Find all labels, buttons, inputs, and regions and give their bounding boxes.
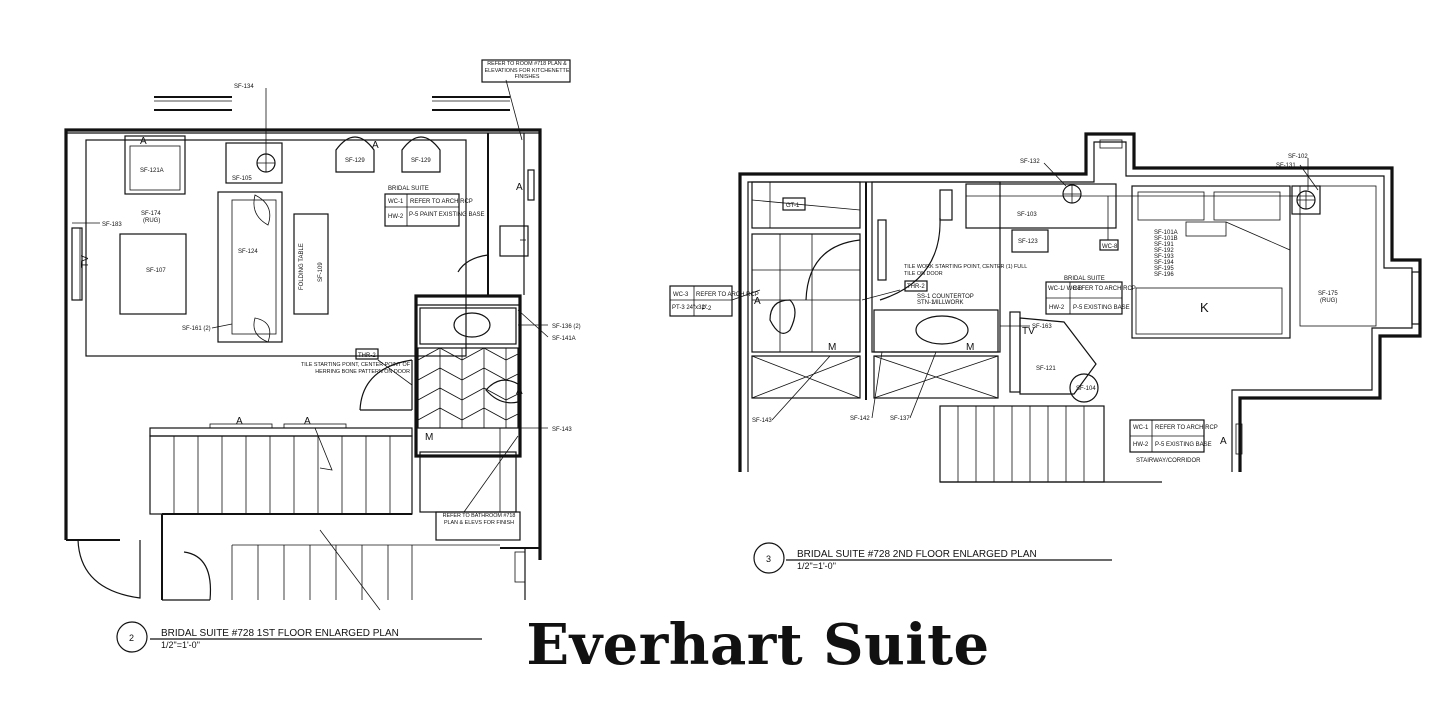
tag-sf103: SF-103 [1017,212,1037,218]
tag-sf136: SF-136 (2) [552,324,581,330]
elev-a-1: A [140,136,147,147]
tag-sf104: SF-104 [1076,386,1096,392]
bed-tag-6: SF-195 [1154,266,1174,272]
tag-m-2a: M [828,342,836,353]
finish-desc-1b: P-5 PAINT EXISTING BASE [409,212,484,218]
tile-note-1: TILE STARTING POINT, CENTER POINT OF HER… [301,362,410,375]
tag-gt1: GT-1 [786,203,800,209]
bath-note: REFER TO BATHROOM #718 PLAN & ELEVS FOR … [443,513,516,526]
finish-code-1b: HW-2 [388,214,404,220]
finish-desc-2b: P-5 EXISTING BASE [1073,305,1130,311]
tag-sf121a: SF-121A [140,168,164,174]
elev-a-6: A [516,386,523,397]
elev-a-2-2: A [1220,436,1227,447]
countertop-label: COUNTERTOP [932,294,974,300]
stair-code-a: WC-1 [1133,425,1149,431]
bed-tag-3: SF-192 [1154,248,1174,254]
tag-sf132: SF-132 [1020,159,1040,165]
bath-code-a: WC-3 [673,292,689,298]
tag-sf121: SF-121 [1036,366,1056,372]
plan1-scale: 1/2"=1'-0" [161,640,200,650]
tag-sf129b: SF-129 [411,158,431,164]
tag-rug: (RUG) [143,218,160,224]
tag-wc8: WC-8 [1102,244,1118,250]
tag-sf109: SF-109 [318,262,324,282]
tag-sf141a: SF-141A [552,336,576,342]
stair-desc-a: REFER TO ARCH RCP [1155,425,1218,431]
tag-sf105: SF-105 [232,176,252,182]
stair-desc-b: P-5 EXISTING BASE [1155,442,1212,448]
page-title: Everhart Suite [526,612,990,678]
millwork-label: MILLWORK [932,300,964,306]
bath-code-b: PT-3 24"x32" [672,305,707,311]
tag-sf161: SF-161 (2) [182,326,211,332]
elev-a-2-1: A [754,296,761,307]
tag-thr2: THR-2 [358,353,376,359]
plan2-title: BRIDAL SUITE #728 2ND FLOOR ENLARGED PLA… [797,549,1037,560]
tag-folding-table: FOLDING TABLE [299,243,305,290]
bed-tag-0: SF-101A [1154,230,1178,236]
finish-code-2a: WC-1/ WC-8 [1048,286,1083,292]
finish-desc-2a: REFER TO ARCH RCP [1073,286,1136,292]
tile-note-2: TILE WORK STARTING POINT, CENTER (1) FUL… [904,264,1027,277]
second-floor-plan [669,132,1422,574]
thr2-label-2: THR-2 [907,284,925,290]
bed-tag-1: SF-101B [1154,236,1178,242]
tag-sf143-2: SF-143 [752,418,772,424]
ss1-label: SS-1 [917,294,931,300]
bed-tag-2: SF-191 [1154,242,1174,248]
first-floor-plan [64,59,571,653]
bed-tag-4: SF-193 [1154,254,1174,260]
finish-desc-1a: REFER TO ARCH RCP [410,199,473,205]
tag-sf183: SF-183 [102,222,122,228]
tag-sf137: SF-137 [890,416,910,422]
room-name-2: BRIDAL SUITE [1064,276,1105,282]
bed-tag-7: SF-196 [1154,272,1174,278]
tag-sf142: SF-142 [850,416,870,422]
elev-a-4: A [236,416,243,427]
elev-a-2: A [372,140,379,151]
tag-sf163: SF-163 [1032,324,1052,330]
plan1-title: BRIDAL SUITE #728 1ST FLOOR ENLARGED PLA… [161,628,399,639]
tag-sf131: SF-131 [1276,163,1296,169]
tag-sf107: SF-107 [146,268,166,274]
bed-k-label: K [1200,300,1209,315]
tag-rug-2: (RUG) [1320,298,1337,304]
tag-sf143: SF-143 [552,427,572,433]
stair-code-b: HW-2 [1133,442,1149,448]
tag-sf102: SF-102 [1288,154,1308,160]
tv-label-2: TV [1022,326,1035,337]
plan2-number: 3 [766,554,771,564]
kitchen-note: REFER TO ROOM #718 PLAN & ELEVATIONS FOR… [485,61,570,80]
bed-tag-5: SF-194 [1154,260,1174,266]
plan1-number: 2 [129,633,134,643]
elev-a-3: A [516,182,523,193]
tag-sf124: SF-124 [238,249,258,255]
tag-m-2b: M [966,342,974,353]
tag-sf174: SF-174 [141,211,161,217]
tag-sf134: SF-134 [234,84,254,90]
plan2-scale: 1/2"=1'-0" [797,561,836,571]
elev-a-5: A [304,416,311,427]
tag-sf123: SF-123 [1018,239,1038,245]
tv-label: TV [80,255,91,268]
bath-desc-b: P-2 [702,306,712,312]
finish-code-2b: HW-2 [1049,305,1065,311]
tag-sf175: SF-175 [1318,291,1338,297]
stair-label: STAIRWAY/CORRIDOR [1136,458,1201,464]
tag-sf129a: SF-129 [345,158,365,164]
bath-desc-a: REFER TO ARCH RCP [696,292,759,298]
stn1-label: STN-1 [917,300,935,306]
room-name-1: BRIDAL SUITE [388,186,429,192]
tag-m: M [425,432,433,443]
finish-code-1a: WC-1 [388,199,404,205]
